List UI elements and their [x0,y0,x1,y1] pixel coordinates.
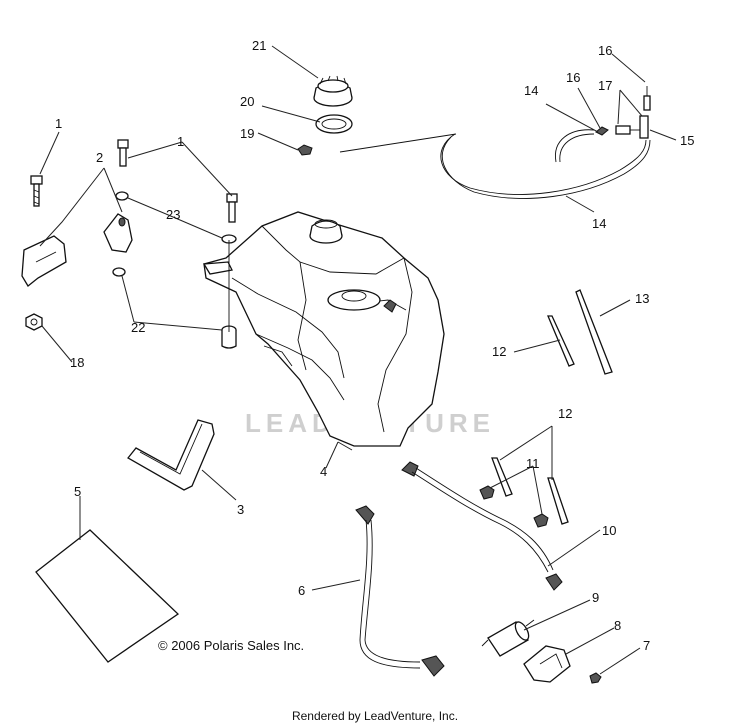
callout-21: 21 [252,38,266,53]
fuel-tank-part [202,211,445,447]
callout-12b: 12 [558,406,572,421]
callout-23: 23 [166,207,180,222]
callout-16b: 16 [598,43,612,58]
callout-12a: 12 [492,344,506,359]
callout-1a: 1 [55,116,62,131]
callout-9: 9 [592,590,599,605]
callout-5: 5 [74,484,81,499]
callout-14b: 14 [592,216,606,231]
callout-3: 3 [237,502,244,517]
filter-bracket-part [523,645,571,683]
footer-credit: Rendered by LeadVenture, Inc. [291,709,459,723]
callout-14a: 14 [524,83,538,98]
callout-8: 8 [614,618,621,633]
vent-fittings-part [595,86,651,139]
bracket-left-part [21,235,67,287]
clip-nut-part [479,485,549,528]
spacer-part [112,267,237,349]
strap-rod-part [491,289,613,525]
callout-11: 11 [526,456,540,471]
callout-19: 19 [240,126,254,141]
callout-22: 22 [131,320,145,335]
vent-fitting-19 [297,144,313,156]
copyright-text: © 2006 Polaris Sales Inc. [158,638,304,653]
callout-10: 10 [602,523,616,538]
callout-18: 18 [70,355,84,370]
callout-17: 17 [598,78,612,93]
bracket-right-part [103,213,133,253]
leader-lines [39,45,677,675]
cap-gasket-part [315,114,353,134]
callout-6: 6 [298,583,305,598]
fuel-line-long-part [355,505,445,677]
callout-7: 7 [643,638,650,653]
bolt-left-part [30,175,43,207]
callout-2: 2 [96,150,103,165]
heat-shield-part [127,419,215,491]
screw-part [589,672,602,684]
decal-sheet-part [35,529,180,663]
callout-1b: 1 [177,134,184,149]
fuel-filter-part [481,619,535,657]
callout-15: 15 [680,133,694,148]
callout-20: 20 [240,94,254,109]
callout-13: 13 [635,291,649,306]
bolt-upper-part [117,139,238,223]
callout-4: 4 [320,464,327,479]
nut-part [25,313,43,331]
callout-16a: 16 [566,70,580,85]
callout-labels: 1 1 2 3 4 5 6 7 8 9 10 11 12 12 13 14 14… [55,38,694,653]
fuel-cap-part [313,75,353,107]
fuel-line-part [401,461,563,591]
vent-hose-part [339,129,651,199]
